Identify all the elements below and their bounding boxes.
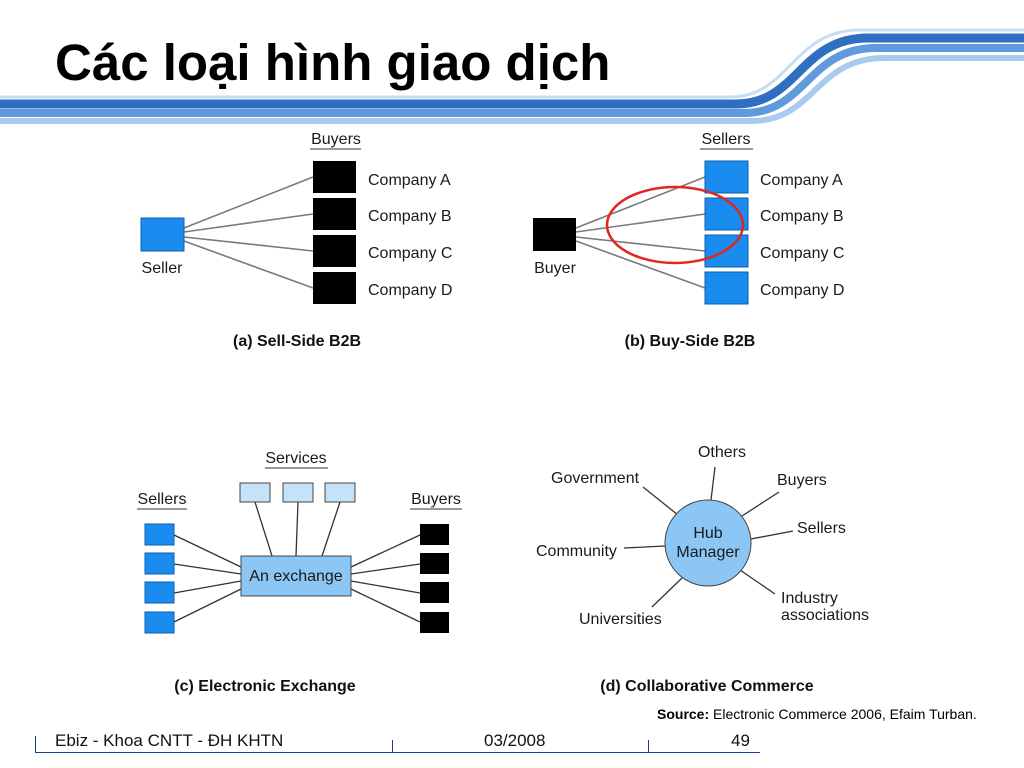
company-a-label: Company A	[368, 172, 451, 189]
connector-line	[173, 588, 242, 623]
footer-divider	[392, 740, 393, 753]
source-text: Electronic Commerce 2006, Efaim Turban.	[713, 706, 977, 722]
seller-box-company-d	[704, 271, 749, 305]
connector-line	[575, 213, 706, 233]
connector-line	[183, 213, 314, 233]
buyers-label: Buyers	[411, 491, 461, 508]
government-label: Government	[551, 470, 640, 487]
company-d-label: Company D	[760, 282, 844, 299]
seller-box	[144, 611, 175, 634]
highlight-ellipse	[605, 185, 745, 265]
hub-manager-circle	[664, 499, 752, 587]
seller-box	[144, 523, 175, 546]
connector-line	[710, 466, 716, 501]
footer-course-label: Ebiz - Khoa CNTT - ĐH KHTN	[55, 731, 284, 750]
connector-line	[295, 501, 299, 557]
connector-line	[183, 240, 314, 289]
buyer-box-company-d	[313, 272, 356, 304]
connector-line	[183, 176, 314, 229]
connector-line	[350, 534, 421, 568]
connector-line	[254, 501, 273, 557]
seller-box	[140, 217, 185, 252]
buyer-box	[420, 582, 449, 603]
connector-line	[741, 491, 780, 517]
company-b-label: Company B	[368, 208, 452, 225]
diagram-buy-side-b2b: Sellers Buyer Company A Company B Compan…	[533, 131, 844, 350]
connector-line	[173, 580, 242, 594]
exchange-box	[240, 555, 352, 597]
footer-rule	[35, 752, 760, 753]
buyers-group-label: Buyers	[311, 131, 361, 148]
others-label: Others	[698, 444, 746, 461]
buyer-box	[533, 218, 576, 251]
exchange-label: An exchange	[249, 568, 343, 585]
connector-line	[350, 588, 421, 623]
company-c-label: Company C	[760, 245, 844, 262]
connector-line	[575, 176, 706, 229]
service-box	[324, 482, 356, 503]
connector-line	[623, 545, 666, 549]
buyer-box	[420, 524, 449, 545]
connector-line	[575, 236, 706, 252]
buyer-box	[420, 553, 449, 574]
diagram-electronic-exchange: Services Sellers Buyers An exchange (c) …	[137, 450, 462, 695]
hub-label-line1: Hub	[693, 525, 722, 542]
sellers-group-label: Sellers	[702, 131, 751, 148]
page-title: Các loại hình giao dịch	[55, 34, 611, 91]
buyer-box-company-a	[313, 161, 356, 193]
buyers-label: Buyers	[777, 472, 827, 489]
connector-line	[173, 534, 242, 568]
header-wave-decoration	[0, 28, 1024, 124]
service-box	[239, 482, 271, 503]
company-a-label: Company A	[760, 172, 843, 189]
service-box	[282, 482, 314, 503]
footer-divider	[648, 740, 649, 753]
seller-label: Seller	[142, 260, 184, 277]
buyer-box-company-c	[313, 235, 356, 267]
footer-divider	[35, 736, 36, 753]
industry-associations-label-line1: Industry	[781, 590, 838, 607]
hub-label-line2: Manager	[676, 544, 740, 561]
source-label: Source:	[657, 706, 710, 722]
buyer-box	[420, 612, 449, 633]
connector-line	[350, 563, 421, 575]
universities-label: Universities	[579, 611, 662, 628]
page-number: 49	[731, 731, 750, 750]
seller-box-company-a	[704, 160, 749, 194]
seller-box	[144, 552, 175, 575]
connector-line	[350, 580, 421, 594]
connector-line	[651, 577, 683, 608]
connector-line	[739, 569, 776, 595]
buyer-label: Buyer	[534, 260, 576, 277]
footer-date: 03/2008	[484, 731, 546, 750]
diagram-collaborative-commerce: Hub Manager Others Government Buyers Sel…	[536, 444, 869, 695]
company-d-label: Company D	[368, 282, 452, 299]
diagram-caption: (d) Collaborative Commerce	[600, 678, 813, 695]
sellers-label: Sellers	[138, 491, 187, 508]
diagram-caption: (c) Electronic Exchange	[174, 678, 355, 695]
seller-box	[144, 581, 175, 604]
diagram-caption: (a) Sell-Side B2B	[233, 333, 361, 350]
company-b-label: Company B	[760, 208, 844, 225]
connector-line	[575, 240, 706, 289]
company-c-label: Company C	[368, 245, 452, 262]
sellers-label: Sellers	[797, 520, 846, 537]
community-label: Community	[536, 543, 617, 560]
diagram-sell-side-b2b: Buyers Seller Company A Company B Compan…	[140, 131, 452, 350]
industry-associations-label-line2: associations	[781, 607, 869, 624]
buyer-box-company-b	[313, 198, 356, 230]
connector-line	[642, 486, 679, 516]
connector-line	[183, 236, 314, 252]
connector-line	[750, 530, 794, 540]
connector-line	[173, 563, 242, 575]
diagram-caption: (b) Buy-Side B2B	[625, 333, 756, 350]
source-citation: Source: Electronic Commerce 2006, Efaim …	[657, 706, 977, 722]
services-label: Services	[265, 450, 326, 467]
connector-line	[321, 501, 341, 557]
